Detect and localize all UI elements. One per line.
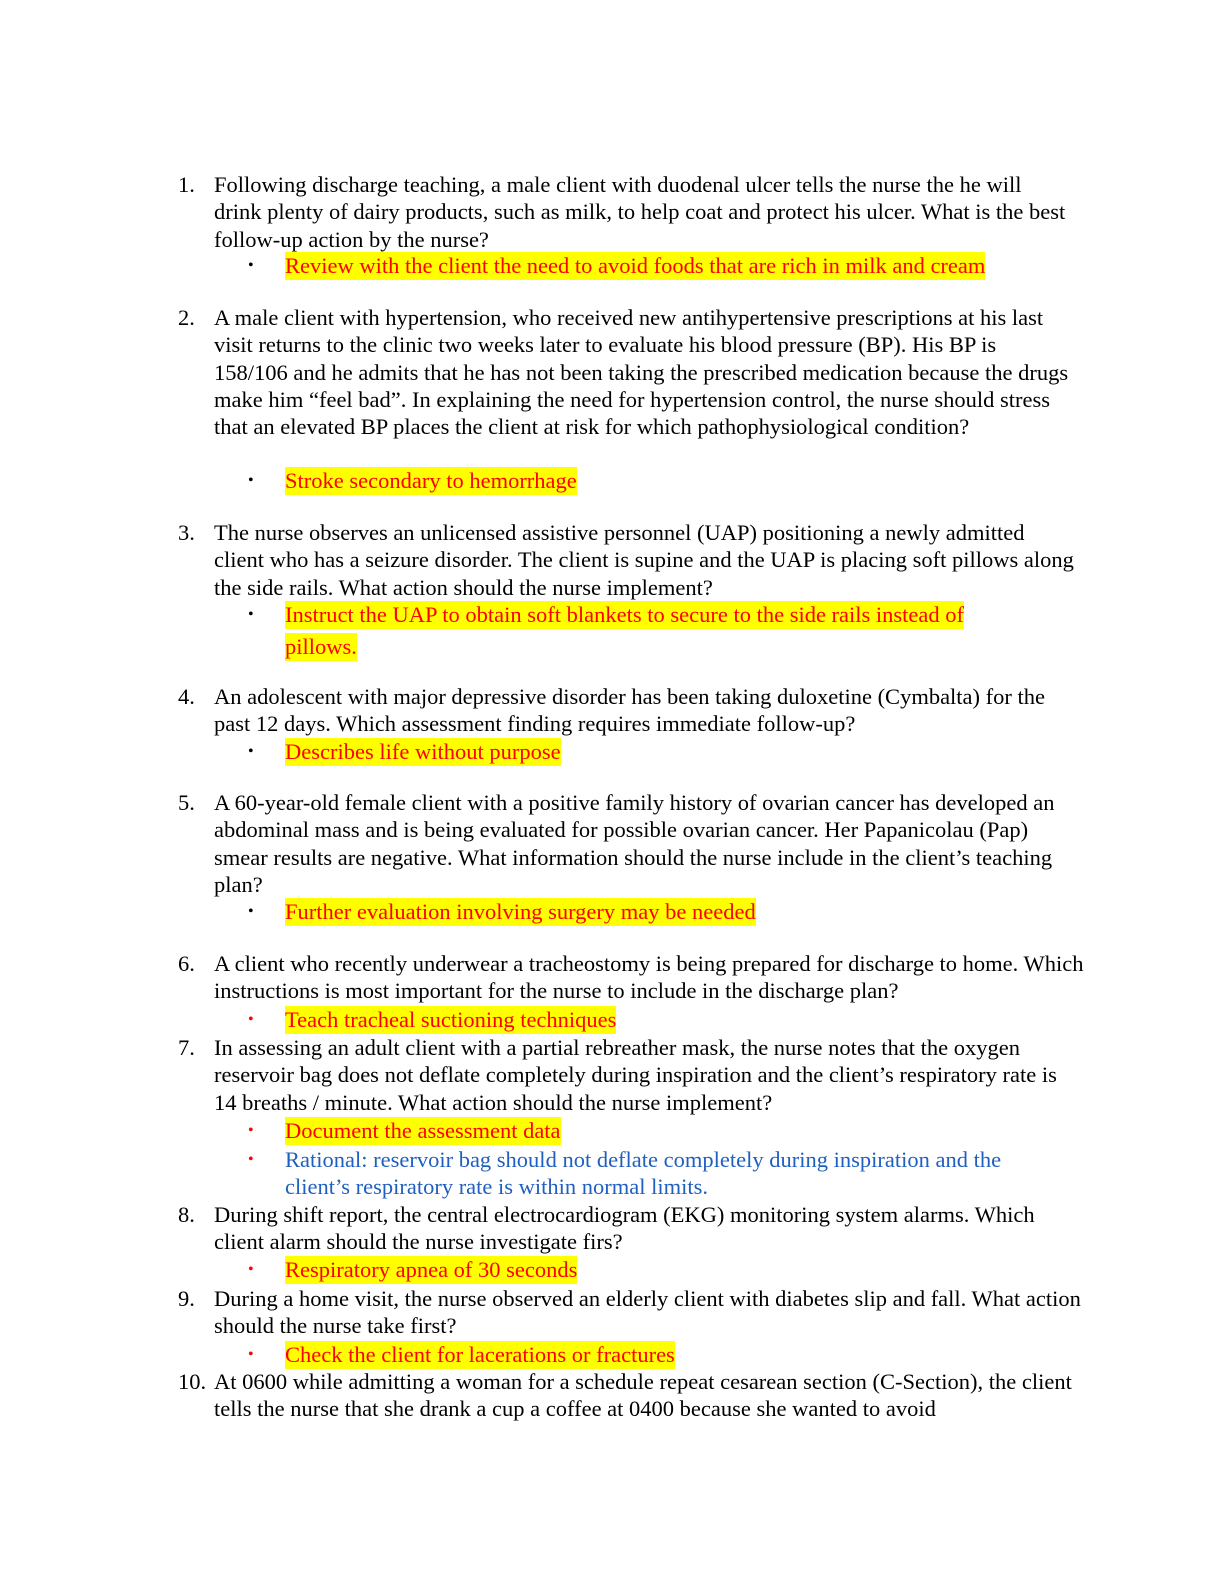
answer-text: Check the client for lacerations or frac… bbox=[285, 1341, 675, 1369]
question-text: A male client with hypertension, who rec… bbox=[214, 305, 1069, 440]
answer-text: Further evaluation involving surgery may… bbox=[285, 898, 756, 926]
question-text: A 60-year-old female client with a posit… bbox=[214, 790, 1055, 897]
bullet-icon: • bbox=[248, 257, 254, 274]
question-number: 3. bbox=[178, 520, 195, 545]
question-number: 2. bbox=[178, 305, 195, 330]
bullet-icon: • bbox=[248, 743, 254, 760]
answer-text-line-2: pillows. bbox=[285, 633, 357, 661]
answer-text: Review with the client the need to avoid… bbox=[285, 252, 986, 280]
question-text: During a home visit, the nurse observed … bbox=[214, 1286, 1081, 1339]
answer-text: Stroke secondary to hemorrhage bbox=[285, 467, 577, 495]
question-number: 9. bbox=[178, 1286, 195, 1311]
bullet-icon: • bbox=[248, 1011, 254, 1028]
question-text: An adolescent with major depressive diso… bbox=[214, 684, 1046, 737]
answer-text: Teach tracheal suctioning techniques bbox=[285, 1006, 617, 1034]
bullet-icon: • bbox=[248, 472, 254, 489]
answer-text: Respiratory apnea of 30 seconds bbox=[285, 1256, 578, 1284]
rationale-text: Rational: reservoir bag should not defla… bbox=[285, 1147, 1002, 1199]
question-text: A client who recently underwear a trache… bbox=[214, 951, 1084, 1004]
bullet-icon: • bbox=[248, 606, 254, 623]
bullet-icon: • bbox=[248, 903, 254, 920]
question-text: Following discharge teaching, a male cli… bbox=[214, 172, 1066, 252]
question-text: At 0600 while admitting a woman for a sc… bbox=[214, 1369, 1072, 1422]
bullet-icon: • bbox=[248, 1151, 254, 1168]
question-number: 6. bbox=[178, 951, 195, 976]
question-number: 4. bbox=[178, 684, 195, 709]
question-number: 8. bbox=[178, 1202, 195, 1227]
question-number: 1. bbox=[178, 172, 195, 197]
question-number: 7. bbox=[178, 1035, 195, 1060]
bullet-icon: • bbox=[248, 1261, 254, 1278]
bullet-icon: • bbox=[248, 1346, 254, 1363]
question-number: 5. bbox=[178, 790, 195, 815]
answer-text-line-1: Instruct the UAP to obtain soft blankets… bbox=[285, 601, 965, 629]
question-text: In assessing an adult client with a part… bbox=[214, 1035, 1057, 1115]
question-text: During shift report, the central electro… bbox=[214, 1202, 1035, 1255]
answer-text: Describes life without purpose bbox=[285, 738, 561, 766]
bullet-icon: • bbox=[248, 1122, 254, 1139]
question-text: The nurse observes an unlicensed assisti… bbox=[214, 520, 1074, 600]
answer-text: Document the assessment data bbox=[285, 1117, 561, 1145]
question-number: 10. bbox=[178, 1369, 207, 1394]
